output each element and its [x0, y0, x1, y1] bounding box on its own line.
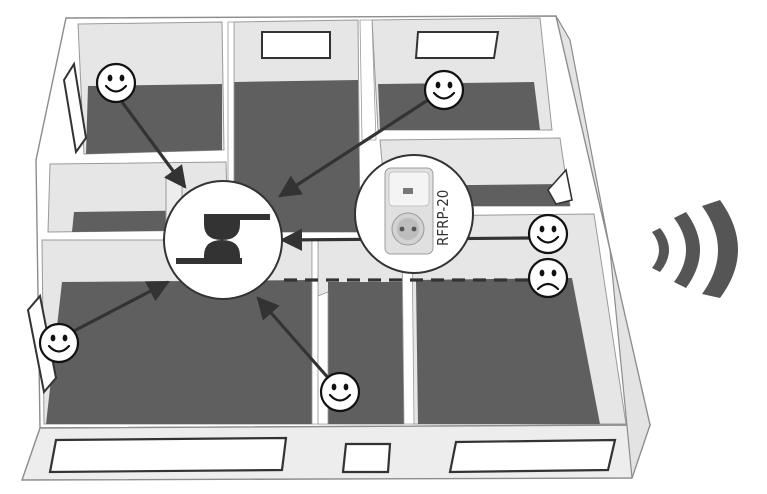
wall-strip	[311, 239, 319, 425]
device-label: RFRP-20	[434, 190, 452, 246]
front-window-left	[48, 436, 288, 474]
receiver-top-bar	[204, 214, 270, 220]
wave-medium	[674, 212, 700, 288]
wall-strip	[359, 19, 377, 141]
room-bottom-left-floor	[46, 280, 312, 424]
wave-large	[702, 200, 738, 298]
frowny-icon	[527, 257, 569, 299]
thermostat-controller-icon	[163, 180, 283, 300]
smiley-icon	[95, 62, 137, 104]
plug-pin	[399, 226, 405, 232]
room-top-right-floor	[378, 82, 540, 130]
repeater-plug-icon: RFRP-20	[354, 154, 474, 274]
window-top-middle	[261, 31, 331, 59]
link-sensor-top-right	[278, 98, 429, 198]
right-wall	[555, 15, 651, 479]
smiley-icon	[319, 371, 361, 413]
link-sensor-top-left	[120, 101, 187, 189]
receiver-circle	[163, 180, 283, 300]
receiver-bottom-bar	[176, 258, 242, 264]
wave-small	[652, 228, 669, 272]
room-bottom-right-floor	[416, 278, 600, 424]
smiley-icon	[527, 213, 569, 255]
plug-socket-inner	[397, 218, 419, 240]
window-middle-right	[547, 168, 573, 205]
sensors	[38, 62, 569, 413]
plug-pin	[411, 226, 417, 232]
link-sensor-bottom	[256, 296, 332, 382]
front-window-right	[448, 438, 617, 474]
window-top-left	[62, 61, 88, 155]
plug-led	[403, 188, 413, 194]
receiver-top-half	[204, 216, 240, 240]
wireless-signal-icon	[652, 200, 738, 298]
window-top-right	[414, 31, 500, 59]
link-sensor-left	[71, 280, 170, 334]
room-top-middle-floor	[234, 80, 360, 232]
smiley-icon	[423, 69, 465, 111]
signal-links	[71, 98, 531, 382]
smiley-icon	[38, 322, 80, 364]
front-window-middle	[341, 442, 392, 474]
